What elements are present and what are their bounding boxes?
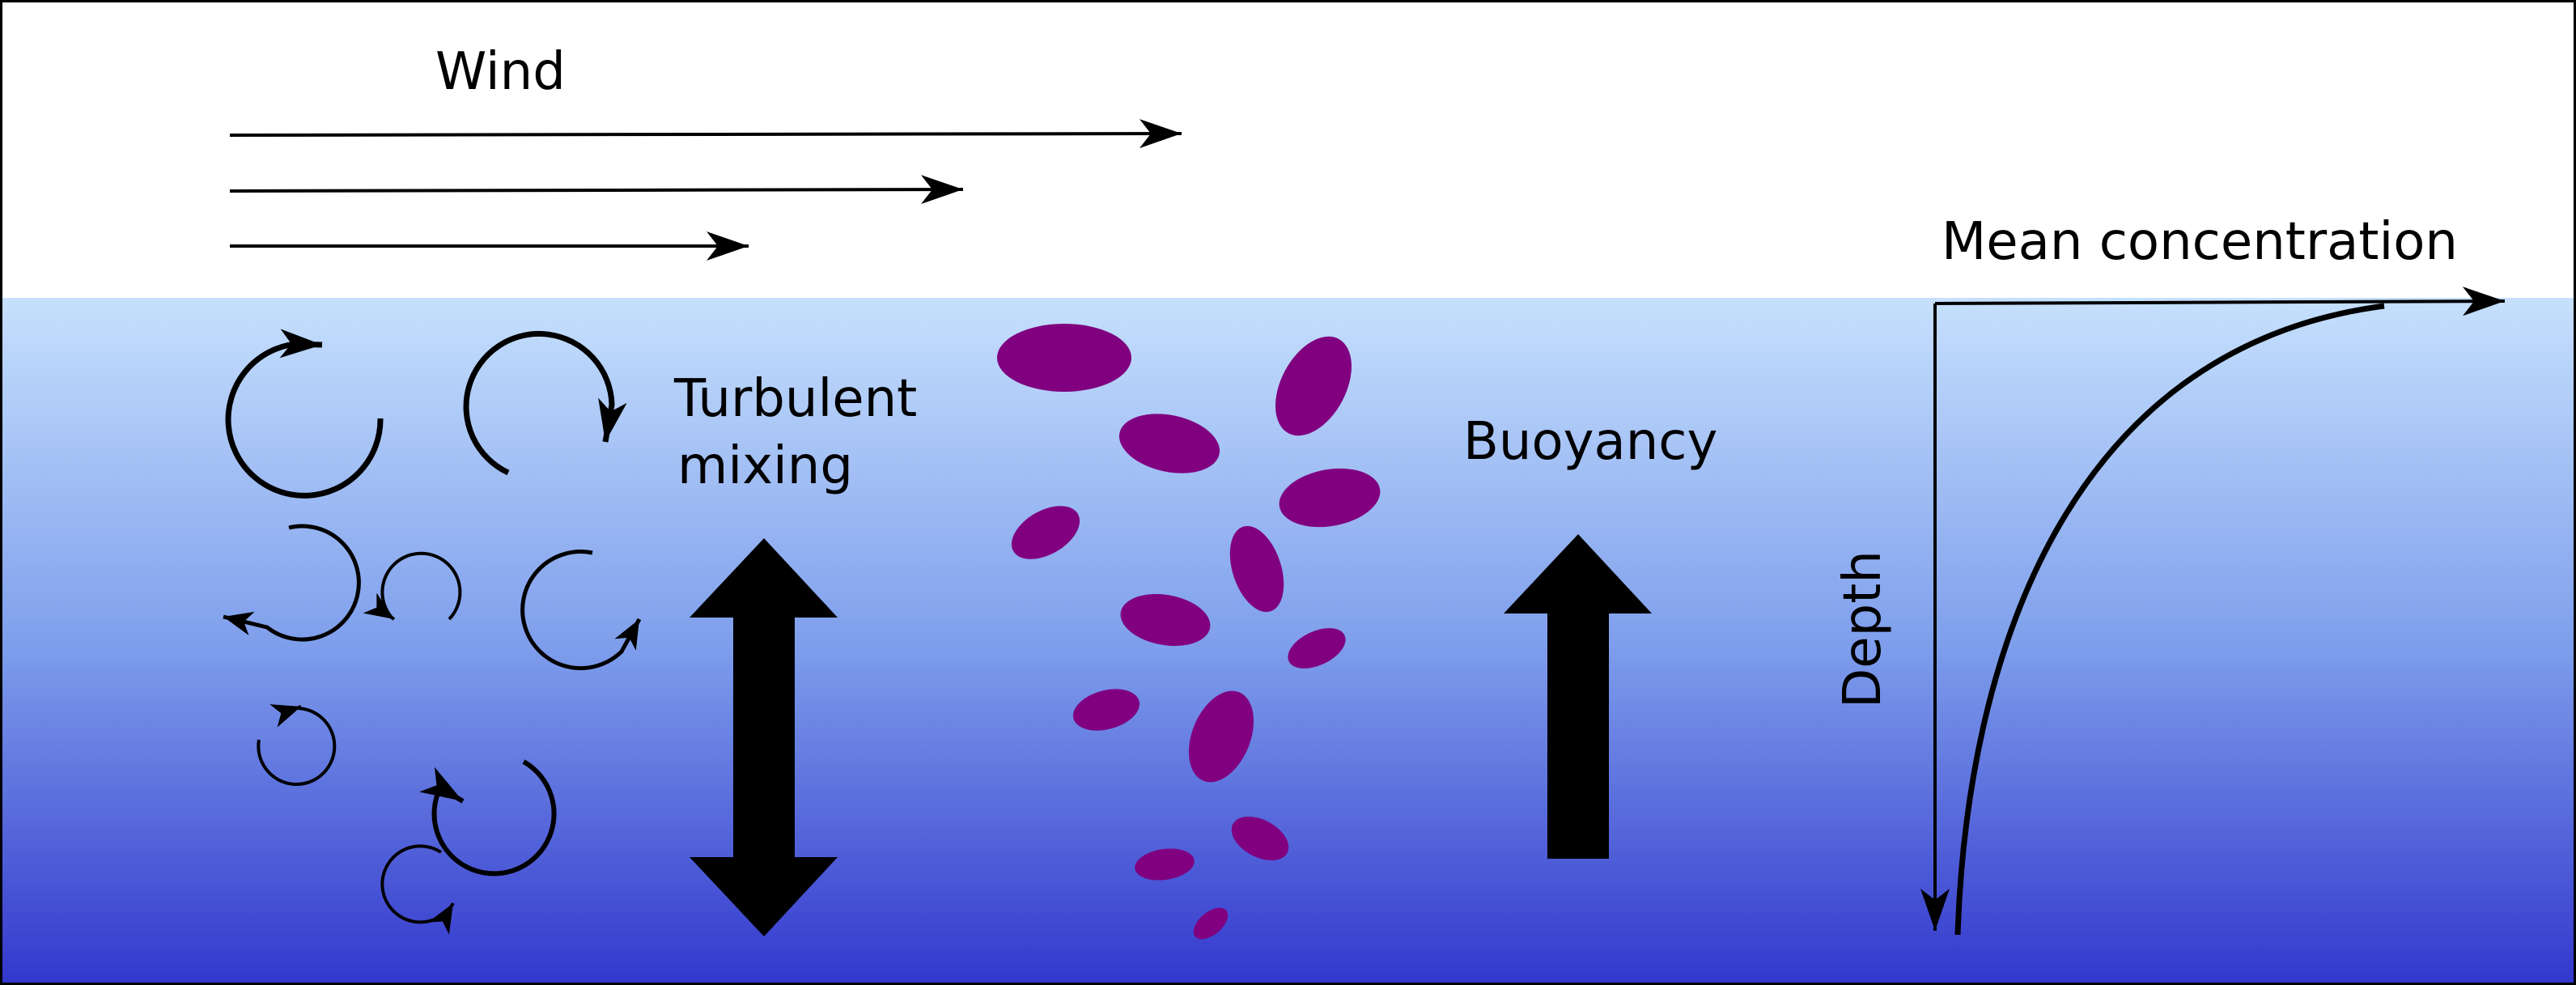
particle-ellipse [1279, 468, 1381, 528]
mean-concentration-label: Mean concentration [1942, 212, 2458, 272]
eddy-arrow-icon [257, 704, 337, 786]
eddy-arrow-icon [363, 551, 462, 621]
wind-arrow-icon [229, 175, 964, 205]
eddy-arrow-icon [225, 329, 384, 499]
particle-ellipse [997, 324, 1131, 392]
eddy-arrow-icon [419, 759, 557, 877]
particle-ellipse [1231, 816, 1289, 861]
concentration-axes [1920, 287, 2506, 931]
turbulent-eddies [223, 329, 642, 935]
particle-ellipse [1135, 848, 1195, 881]
turbulent-label: Turbulent [673, 369, 917, 429]
wind-label: Wind [435, 42, 566, 102]
particles [997, 324, 1381, 940]
depth-label: Depth [1833, 550, 1893, 708]
concentration-axis-arrow-icon [1934, 287, 2506, 316]
particle-ellipse [1011, 506, 1080, 559]
up-arrow-icon [1504, 534, 1652, 859]
eddy-arrow-icon [520, 550, 642, 671]
particle-ellipse [1275, 336, 1352, 436]
concentration-curve-icon [1954, 303, 2385, 936]
particle-ellipse [1229, 525, 1284, 613]
double-arrow-icon [690, 538, 838, 936]
particle-ellipse [1288, 628, 1346, 669]
eddy-arrow-icon [380, 844, 455, 935]
particle-ellipse [1118, 414, 1220, 473]
sky-area [0, 0, 2576, 298]
eddy-arrow-icon [223, 524, 361, 642]
particle-ellipse [1193, 907, 1229, 940]
mixing-label: mixing [677, 436, 853, 496]
wind-arrows [229, 119, 1182, 261]
particle-ellipse [1120, 593, 1211, 647]
particle-ellipse [1188, 690, 1254, 783]
particle-ellipse [1072, 689, 1140, 731]
eddy-arrow-icon [463, 330, 627, 476]
buoyancy-label: Buoyancy [1463, 412, 1717, 472]
wind-arrow-icon [229, 119, 1182, 149]
